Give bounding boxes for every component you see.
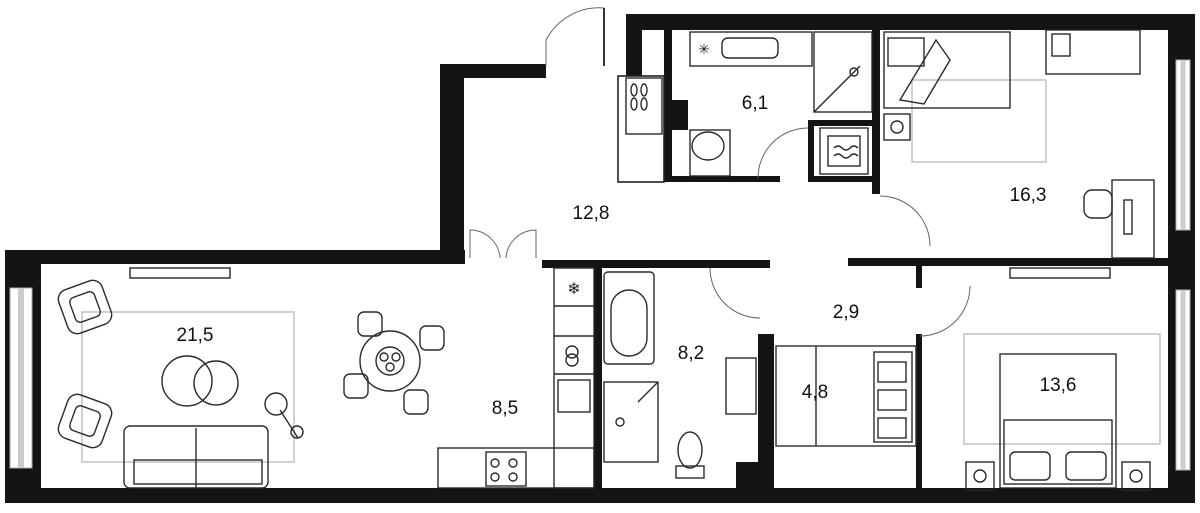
area-label-kitchen: 8,5: [492, 398, 518, 419]
door-swings: [469, 7, 971, 337]
area-label-living: 21,5: [177, 325, 214, 346]
area-label-hall: 12,8: [573, 203, 610, 224]
area-label-wardrobe: 4,8: [802, 382, 828, 403]
snowflake-icon: ❄: [567, 281, 580, 298]
living-room: [57, 279, 445, 489]
area-label-bedroom-bottom: 13,6: [1040, 375, 1077, 396]
area-label-corridor: 2,9: [833, 302, 859, 323]
area-labels: 21,5 8,5 12,8 6,1 16,3 8,2 2,9 4,8 13,6: [177, 93, 1077, 419]
kitchen: ❄: [437, 267, 595, 489]
bedroom-top: [883, 29, 1155, 259]
bathroom-top: ✳: [625, 31, 873, 177]
bedroom-bottom: [963, 333, 1161, 491]
wardrobe: [775, 345, 917, 447]
bathroom-center: [603, 271, 757, 479]
area-label-bath-top: 6,1: [742, 93, 768, 114]
armchair-icon: [57, 279, 113, 335]
area-label-bath-center: 8,2: [678, 343, 704, 364]
windows: [9, 59, 1191, 471]
armchair-icon: [57, 393, 113, 449]
snowflake-icon: ✳: [698, 41, 710, 57]
area-label-bedroom-top: 16,3: [1010, 185, 1047, 206]
interior-walls: [542, 30, 1168, 490]
